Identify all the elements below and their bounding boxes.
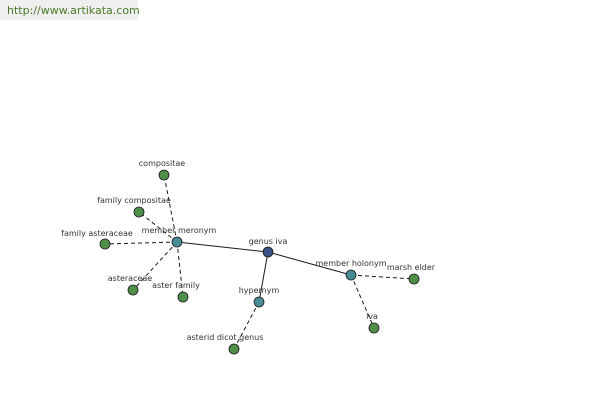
node-iva[interactable] xyxy=(368,322,380,334)
node-label-member-meronym[interactable]: member meronym xyxy=(142,226,217,235)
nodes-layer xyxy=(99,169,420,355)
node-label-asteraceae[interactable]: asteraceae xyxy=(108,274,153,283)
url-bar: http://www.artikata.com xyxy=(0,0,140,20)
edge-member-holonym-to-marsh-elder xyxy=(350,274,415,280)
edge-genus-iva-to-hypernym xyxy=(258,251,269,303)
node-member-meronym[interactable] xyxy=(171,236,183,248)
edge-member-holonym-to-iva xyxy=(350,274,375,329)
node-asterid-dicot-genus[interactable] xyxy=(228,343,240,355)
node-label-aster-family[interactable]: aster family xyxy=(152,281,200,290)
edge-member-meronym-to-family-compositae xyxy=(138,211,178,243)
node-label-iva[interactable]: iva xyxy=(366,312,378,321)
node-label-family-compositae[interactable]: family compositae xyxy=(97,196,171,205)
node-aster-family[interactable] xyxy=(177,291,189,303)
node-label-member-holonym[interactable]: member holonym xyxy=(315,259,386,268)
edge-hypernym-to-asterid-dicot-genus xyxy=(233,301,260,350)
node-member-holonym[interactable] xyxy=(345,269,357,281)
edge-member-meronym-to-family-asteraceae xyxy=(104,241,178,245)
node-label-hypernym[interactable]: hypernym xyxy=(239,286,280,295)
edge-genus-iva-to-member-holonym xyxy=(267,251,352,276)
node-hypernym[interactable] xyxy=(253,296,265,308)
node-asteraceae[interactable] xyxy=(127,284,139,296)
node-label-genus-iva[interactable]: genus iva xyxy=(249,237,288,246)
node-marsh-elder[interactable] xyxy=(408,273,420,285)
url-link[interactable]: http://www.artikata.com xyxy=(7,4,140,17)
node-label-compositae[interactable]: compositae xyxy=(139,159,185,168)
edge-member-meronym-to-asteraceae xyxy=(132,241,178,291)
node-label-asterid-dicot-genus[interactable]: asterid dicot genus xyxy=(187,333,264,342)
edges-layer xyxy=(104,174,415,350)
node-label-family-asteraceae[interactable]: family asteraceae xyxy=(61,229,133,238)
node-compositae[interactable] xyxy=(158,169,170,181)
edge-genus-iva-to-member-meronym xyxy=(176,241,269,253)
node-family-asteraceae[interactable] xyxy=(99,238,111,250)
node-genus-iva[interactable] xyxy=(262,246,274,258)
edge-member-meronym-to-compositae xyxy=(163,174,178,243)
node-label-marsh-elder[interactable]: marsh elder xyxy=(387,263,436,272)
labels-layer: genus iva member meronym member holonym hyp… xyxy=(61,159,436,342)
edge-member-meronym-to-aster-family xyxy=(176,241,184,298)
node-family-compositae[interactable] xyxy=(133,206,145,218)
